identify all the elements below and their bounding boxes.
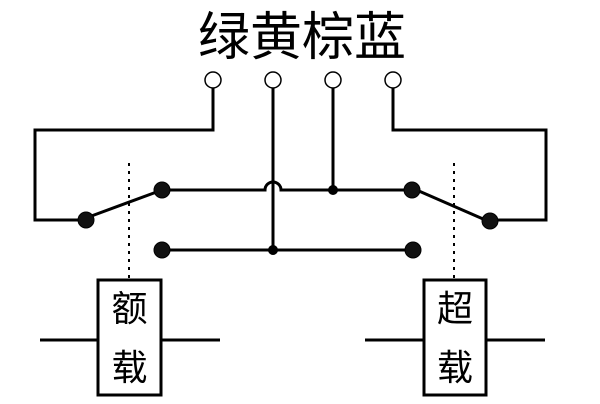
terminal-3 bbox=[324, 71, 342, 89]
right-switch-upper-contact bbox=[403, 181, 421, 199]
terminal-1 bbox=[204, 71, 222, 89]
overload-relay-box bbox=[422, 278, 488, 397]
left-switch-lower-contact bbox=[153, 241, 171, 259]
right-switch-lower-contact bbox=[404, 241, 422, 259]
rated-load-label-line2: 载 bbox=[111, 348, 147, 389]
overload-label-line1: 超 bbox=[437, 289, 473, 330]
terminal-2 bbox=[264, 71, 282, 89]
terminal-4 bbox=[384, 71, 402, 89]
wire-terminal-4 bbox=[391, 88, 548, 222]
rated-load-label-line1: 额 bbox=[111, 289, 147, 330]
right-switch-blade bbox=[411, 186, 491, 224]
right-switch-pivot bbox=[481, 212, 499, 230]
rated-load-relay-box bbox=[96, 278, 163, 397]
upper-bus-wire bbox=[162, 180, 412, 192]
wire-terminal-1 bbox=[33, 88, 215, 222]
left-switch-pivot bbox=[77, 211, 95, 229]
upper-bus-junction bbox=[328, 185, 338, 195]
overload-label-line2: 载 bbox=[437, 348, 473, 389]
lower-bus-junction bbox=[268, 245, 278, 255]
wire-color-title: 绿黄棕蓝 bbox=[198, 8, 406, 68]
left-switch-blade bbox=[85, 188, 163, 220]
left-switch-upper-contact bbox=[153, 181, 171, 199]
